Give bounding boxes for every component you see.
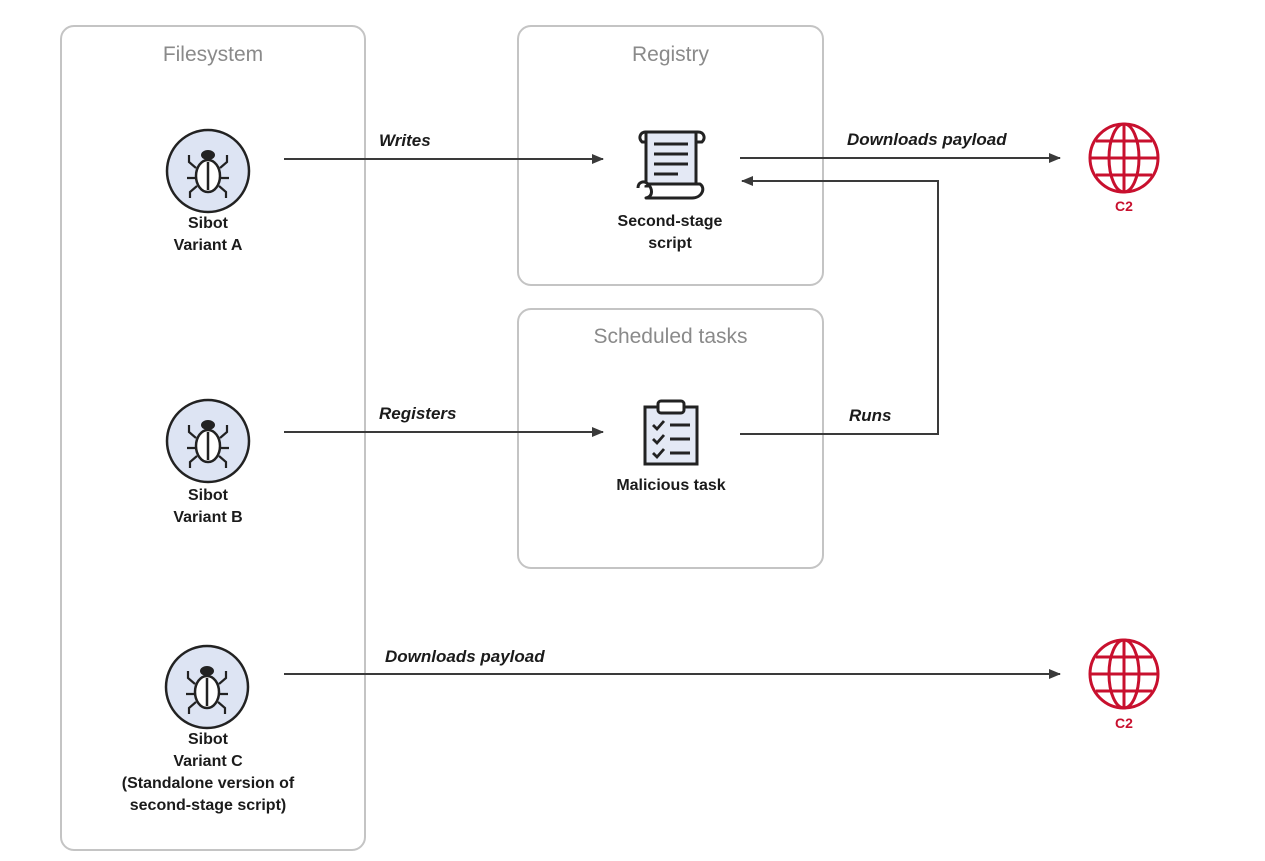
edge-label-writes: Writes: [379, 131, 431, 150]
malicious-task-label: Malicious task: [616, 477, 726, 494]
second-stage-script-label: Second-stage script: [617, 213, 723, 252]
filesystem-title: Filesystem: [162, 43, 264, 66]
arrow-runs: [740, 176, 939, 435]
edge-label-downloads-top: Downloads payload: [847, 130, 1007, 149]
variant-b-label: Sibot Variant B: [173, 487, 243, 526]
bug-icon: [165, 398, 251, 484]
c2-label-bottom: C2: [1115, 715, 1133, 731]
scheduled-tasks-title: Scheduled tasks: [593, 325, 748, 348]
c2-label-top: C2: [1115, 198, 1133, 214]
globe-icon: [1088, 638, 1160, 710]
clipboard-checklist-icon: [643, 399, 699, 466]
variant-c-label: Sibot Variant C (Standalone version of s…: [121, 731, 295, 814]
bug-icon: [165, 128, 251, 214]
registry-panel: Registry: [517, 25, 824, 286]
bug-icon: [164, 644, 250, 730]
globe-icon: [1088, 122, 1160, 194]
scroll-icon: [636, 130, 706, 200]
edge-label-runs: Runs: [849, 406, 892, 425]
edge-label-registers: Registers: [379, 404, 457, 423]
registry-title: Registry: [631, 43, 710, 66]
variant-a-label: Sibot Variant A: [173, 215, 243, 254]
edge-label-downloads-bottom: Downloads payload: [385, 647, 545, 666]
